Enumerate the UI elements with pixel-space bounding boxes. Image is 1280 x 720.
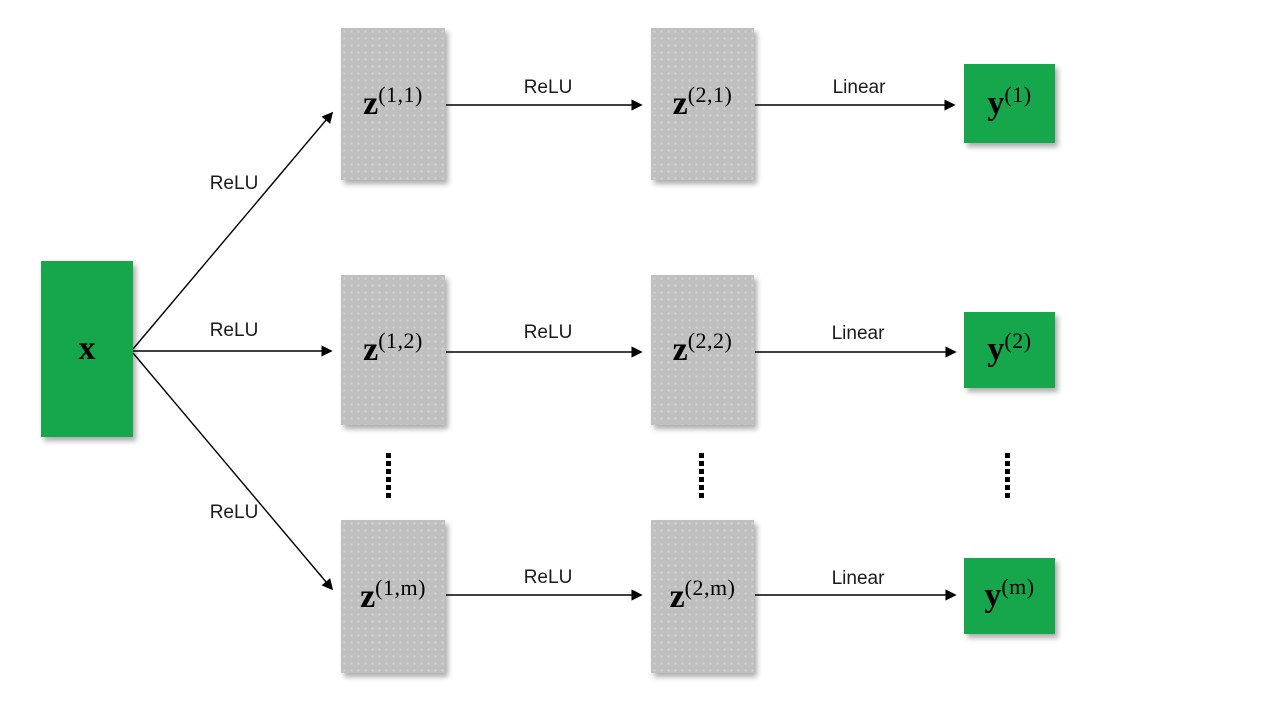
node-z21: z(2,1): [651, 28, 754, 180]
node-y1: y(1): [964, 64, 1055, 143]
edge-label-out-linear-2: Linear: [831, 323, 885, 344]
node-ym-label: y(m): [984, 574, 1035, 614]
ellipsis-dots-col-z1: [386, 453, 391, 499]
edge-label-fan-relu-m: ReLU: [209, 502, 259, 523]
node-x: x: [41, 261, 133, 437]
ellipsis-dots-col-z2: [699, 453, 704, 499]
ellipsis-dots-col-y: [1005, 453, 1010, 499]
node-z22-label: z(2,2): [672, 328, 733, 368]
edge-label-out-linear-1: Linear: [832, 77, 886, 98]
edge-label-fan-relu-1: ReLU: [209, 173, 259, 194]
arrow-x-to-z1m: [132, 352, 334, 591]
edge-label-fan-relu-2: ReLU: [209, 320, 259, 341]
node-z21-label: z(2,1): [672, 82, 733, 122]
arrow-x-to-z11: [132, 111, 334, 350]
node-z12-label: z(1,2): [363, 328, 423, 368]
node-z1m-label: z(1,m): [360, 574, 426, 615]
node-z2m-label: z(2,m): [669, 574, 736, 615]
edge-label-out-linear-m: Linear: [831, 568, 885, 589]
node-z11-label: z(1,1): [363, 82, 423, 122]
node-x-label: x: [78, 330, 96, 367]
node-y2: y(2): [964, 312, 1055, 388]
node-ym: y(m): [964, 558, 1055, 634]
edge-label-hidden-relu-2: ReLU: [523, 322, 573, 343]
node-y2-label: y(2): [987, 328, 1032, 368]
node-z22: z(2,2): [651, 275, 754, 425]
node-z1m: z(1,m): [341, 520, 445, 673]
node-z12: z(1,2): [341, 275, 445, 425]
node-y1-label: y(1): [987, 81, 1032, 122]
edge-label-hidden-relu-m: ReLU: [523, 567, 573, 588]
node-z2m: z(2,m): [651, 520, 754, 673]
node-z11: z(1,1): [341, 28, 445, 180]
edge-label-hidden-relu-1: ReLU: [523, 77, 573, 98]
